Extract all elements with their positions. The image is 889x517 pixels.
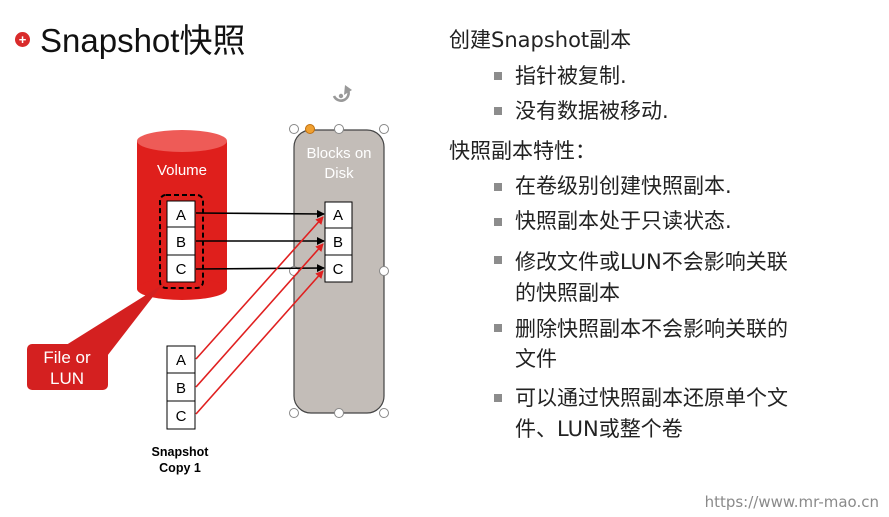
bullet-item: 修改文件或LUN不会影响关联 [515,250,788,274]
snapshot-block [166,400,196,430]
bullet-item: 可以通过快照副本还原单个文 [515,386,788,410]
disk-block [324,254,353,283]
bullet-item-continued: 的快照副本 [515,281,620,305]
bullet-item: 删除快照副本不会影响关联的 [515,317,788,341]
snapshot-copy-label-line2: Copy 1 [159,461,201,475]
bullet-square-icon [494,256,502,264]
disk-block [324,227,353,256]
file-or-lun-callout [27,344,108,390]
title-bullet-icon: + [15,32,30,47]
heading-snapshot-properties: 快照副本特性： [449,139,596,163]
page-title: Snapshot快照 [40,22,246,59]
snapshot-copy-label-line1: Snapshot [152,445,210,459]
bullet-item: 指针被复制. [515,64,627,88]
bullet-item: 没有数据被移动. [515,99,669,123]
snapshot-block-label: C [176,408,187,425]
bullet-square-icon [494,324,502,332]
bullet-item-continued: 件、LUN或整个卷 [515,417,683,441]
disk-block [324,201,353,229]
callout-line2: LUN [50,369,84,388]
snapshot-block-label: A [176,352,186,369]
disk-blocks: A B C [324,201,353,283]
bullet-item: 快照副本处于只读状态. [515,209,732,233]
volume-block-label: B [176,234,186,251]
watermark: https://www.mr-mao.cn [704,493,879,511]
bullet-square-icon [494,218,502,226]
disk-label-line2: Disk [324,165,354,182]
callout-line1: File or [43,348,91,367]
volume-label: Volume [157,162,207,179]
bullet-square-icon [494,394,502,402]
rotate-handle-icon[interactable] [332,85,352,102]
snapshot-block [166,372,196,402]
volume-blocks: A B C [166,200,196,283]
snapshot-blocks: A B C [166,345,196,430]
disk-block-label: A [333,207,343,224]
bullet-item: 在卷级别创建快照副本. [515,174,732,198]
bullet-square-icon [494,72,502,80]
bullet-item-continued: 文件 [515,347,557,371]
bullet-square-icon [494,107,502,115]
heading-create-snapshot: 创建Snapshot副本 [449,28,632,52]
volume-block-label: C [176,261,187,278]
volume-block-label: A [176,207,186,224]
snapshot-pointer-arrows [195,216,324,415]
adjust-handle-icon[interactable] [305,124,315,134]
callout-pointer [55,285,162,360]
snapshot-block-label: B [176,380,186,397]
volume-pointer-arrows [195,209,325,273]
disk-label-line1: Blocks on [306,145,371,162]
bullet-square-icon [494,183,502,191]
volume-block [166,254,196,283]
snapshot-diagram: Volume A B C Blocks on Disk A B [27,85,389,475]
disk-block-label: C [333,261,344,278]
disk-block-label: B [333,234,343,251]
